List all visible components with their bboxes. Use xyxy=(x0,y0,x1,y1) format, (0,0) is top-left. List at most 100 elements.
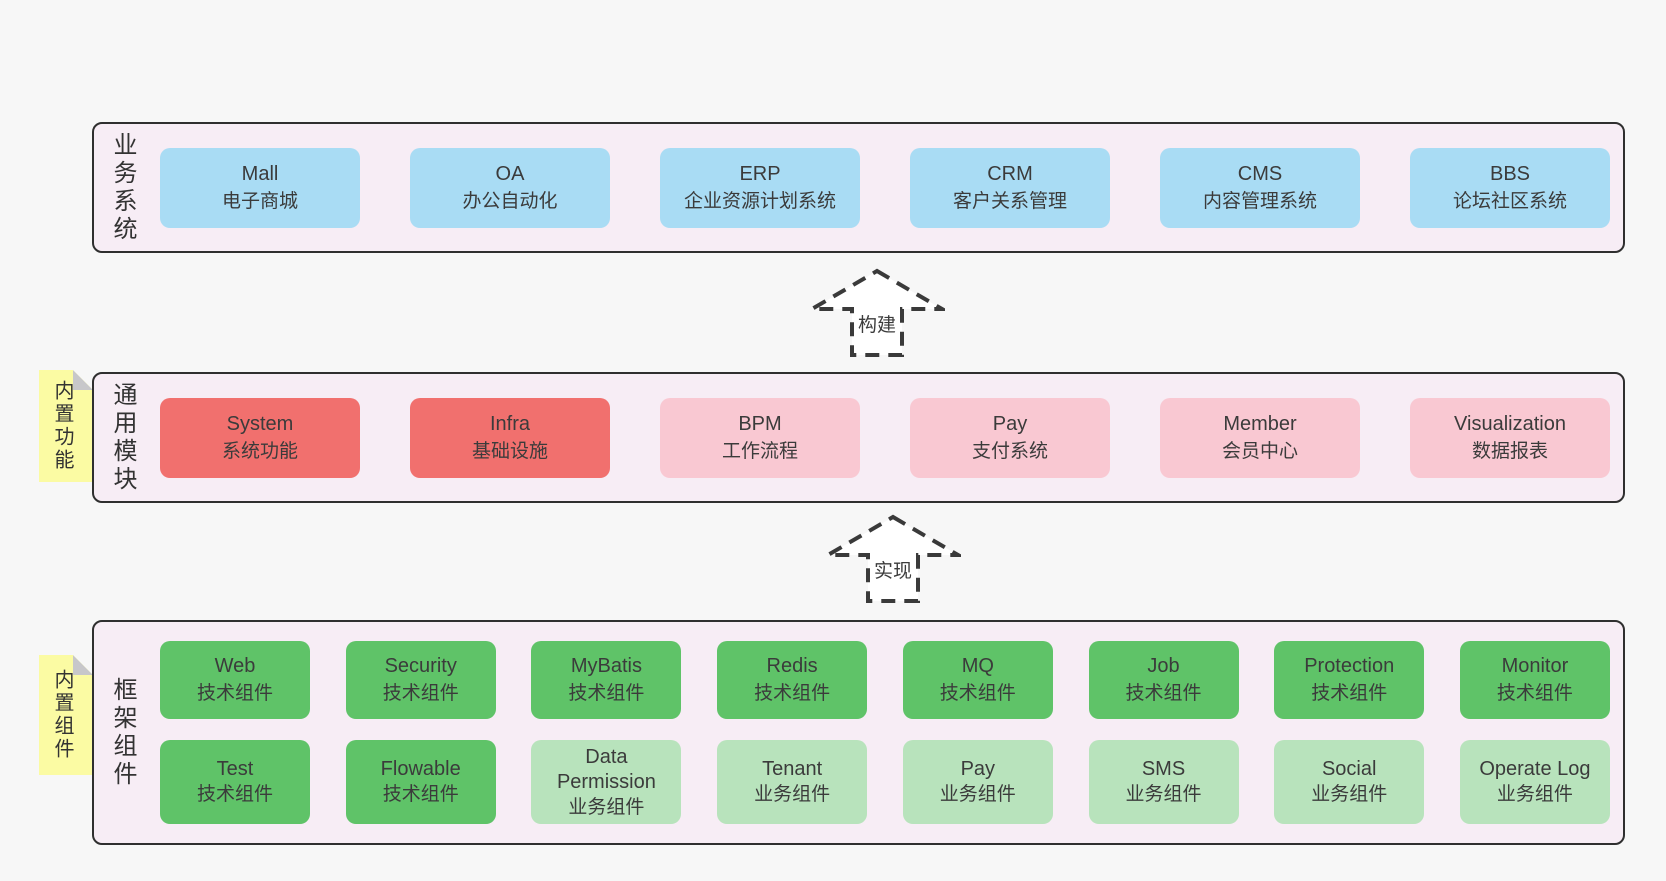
layer-label-common-modules: 通用模块 xyxy=(109,381,136,494)
box-subtitle: 技术组件 xyxy=(1125,683,1202,704)
box-monitor: Monitor 技术组件 xyxy=(1459,641,1610,719)
box-title: Pay xyxy=(992,412,1028,435)
box-title: Web xyxy=(214,655,256,677)
module-boxes-row: System 系统功能 Infra 基础设施 BPM 工作流程 Pay 支付系统… xyxy=(134,397,1623,478)
box-job: Job 技术组件 xyxy=(1088,641,1239,719)
box-title: Operate Log xyxy=(1479,758,1591,780)
box-title: Redis xyxy=(766,655,818,677)
box-title: Monitor xyxy=(1501,655,1569,677)
box-title: CMS xyxy=(1237,162,1283,185)
implement-arrow-label: 实现 xyxy=(873,561,912,582)
box-oa: OA 办公自动化 xyxy=(410,147,610,228)
layer-framework-components: 框架组件 Web 技术组件 Security 技术组件 MyBatis 技术组件… xyxy=(92,620,1625,845)
box-title: System xyxy=(226,412,294,435)
box-title: Flowable xyxy=(380,758,461,780)
box-subtitle: 业务组件 xyxy=(1311,784,1388,805)
box-subtitle: 业务组件 xyxy=(754,784,831,805)
box-subtitle: 技术组件 xyxy=(382,683,459,704)
box-title: Mall xyxy=(241,162,279,185)
build-arrow-label: 构建 xyxy=(857,315,896,336)
box-subtitle: 工作流程 xyxy=(721,440,798,462)
box-test: Test 技术组件 xyxy=(160,740,310,824)
box-crm: CRM 客户关系管理 xyxy=(910,147,1110,228)
box-title: BPM xyxy=(738,412,782,435)
box-title: Member xyxy=(1223,412,1297,435)
box-subtitle: 电子商城 xyxy=(221,190,298,212)
box-member: Member 会员中心 xyxy=(1160,397,1360,478)
sticky-note-builtin-components: 内置组件 xyxy=(39,655,93,775)
box-subtitle: 技术组件 xyxy=(568,683,645,704)
layer-business-systems: 业务系统 Mall 电子商城 OA 办公自动化 ERP 企业资源计划系统 CRM… xyxy=(92,122,1625,253)
box-subtitle: 数据报表 xyxy=(1471,440,1548,462)
box-subtitle: 技术组件 xyxy=(1496,683,1573,704)
box-subtitle: 技术组件 xyxy=(939,683,1016,704)
box-subtitle: 支付系统 xyxy=(971,440,1048,462)
box-subtitle: 论坛社区系统 xyxy=(1452,190,1567,212)
component-boxes-rows: Web 技术组件 Security 技术组件 MyBatis 技术组件 Redi… xyxy=(134,641,1623,824)
component-boxes-row-1: Web 技术组件 Security 技术组件 MyBatis 技术组件 Redi… xyxy=(160,641,1610,719)
box-title: Visualization xyxy=(1454,412,1566,435)
box-subtitle: 技术组件 xyxy=(382,784,459,805)
box-subtitle: 技术组件 xyxy=(1311,683,1388,704)
box-subtitle: 会员中心 xyxy=(1221,440,1298,462)
business-boxes-row: Mall 电子商城 OA 办公自动化 ERP 企业资源计划系统 CRM 客户关系… xyxy=(134,147,1623,228)
box-title: MQ xyxy=(961,655,994,677)
box-subtitle: 基础设施 xyxy=(471,440,548,462)
box-title: Protection xyxy=(1304,655,1395,677)
box-subtitle: 办公自动化 xyxy=(462,190,558,212)
sticky-note-label: 内置功能 xyxy=(51,380,73,472)
box-mall: Mall 电子商城 xyxy=(160,147,360,228)
layer-label-business-systems: 业务系统 xyxy=(109,131,136,244)
box-system: System 系统功能 xyxy=(160,397,360,478)
box-subtitle: 企业资源计划系统 xyxy=(683,190,836,212)
box-subtitle: 技术组件 xyxy=(754,683,831,704)
box-title: Data Permission xyxy=(556,745,656,793)
box-subtitle: 技术组件 xyxy=(196,683,273,704)
box-title: OA xyxy=(495,162,525,185)
box-erp: ERP 企业资源计划系统 xyxy=(660,147,860,228)
box-title: Test xyxy=(216,758,254,780)
box-tenant: Tenant 业务组件 xyxy=(717,740,868,824)
component-boxes-row-2: Test 技术组件 Flowable 技术组件 Data Permission … xyxy=(160,740,1610,824)
box-pay-system: Pay 支付系统 xyxy=(910,397,1110,478)
box-visualization: Visualization 数据报表 xyxy=(1410,397,1610,478)
sticky-note-label: 内置组件 xyxy=(51,669,73,761)
box-title: Infra xyxy=(489,412,531,435)
box-title: Security xyxy=(384,655,457,677)
implement-arrow-up-icon: 实现 xyxy=(825,514,961,604)
box-protection: Protection 技术组件 xyxy=(1274,641,1425,719)
folded-corner-icon xyxy=(73,370,93,390)
box-pay-component: Pay 业务组件 xyxy=(902,740,1053,824)
box-title: MyBatis xyxy=(570,655,642,677)
box-data-permission: Data Permission 业务组件 xyxy=(531,740,682,824)
box-subtitle: 业务组件 xyxy=(1125,784,1202,805)
box-title: SMS xyxy=(1141,758,1186,780)
box-mybatis: MyBatis 技术组件 xyxy=(531,641,682,719)
box-cms: CMS 内容管理系统 xyxy=(1160,147,1360,228)
box-subtitle: 业务组件 xyxy=(1496,784,1573,805)
sticky-note-builtin-features: 内置功能 xyxy=(39,370,93,482)
box-subtitle: 技术组件 xyxy=(196,784,273,805)
box-title: Job xyxy=(1147,655,1180,677)
box-subtitle: 系统功能 xyxy=(221,440,298,462)
box-redis: Redis 技术组件 xyxy=(717,641,868,719)
box-bpm: BPM 工作流程 xyxy=(660,397,860,478)
box-title: Social xyxy=(1321,758,1377,780)
box-title: BBS xyxy=(1489,162,1531,185)
box-title: Tenant xyxy=(762,758,823,780)
box-title: Pay xyxy=(960,758,996,780)
box-title: ERP xyxy=(739,162,781,185)
box-web: Web 技术组件 xyxy=(160,641,310,719)
box-mq: MQ 技术组件 xyxy=(902,641,1053,719)
box-flowable: Flowable 技术组件 xyxy=(345,740,496,824)
box-operate-log: Operate Log 业务组件 xyxy=(1459,740,1610,824)
layer-common-modules: 通用模块 System 系统功能 Infra 基础设施 BPM 工作流程 Pay… xyxy=(92,372,1625,503)
box-social: Social 业务组件 xyxy=(1274,740,1425,824)
build-arrow-up-icon: 构建 xyxy=(809,268,945,358)
box-bbs: BBS 论坛社区系统 xyxy=(1410,147,1610,228)
box-security: Security 技术组件 xyxy=(345,641,496,719)
box-sms: SMS 业务组件 xyxy=(1088,740,1239,824)
folded-corner-icon xyxy=(73,655,93,675)
box-infra: Infra 基础设施 xyxy=(410,397,610,478)
